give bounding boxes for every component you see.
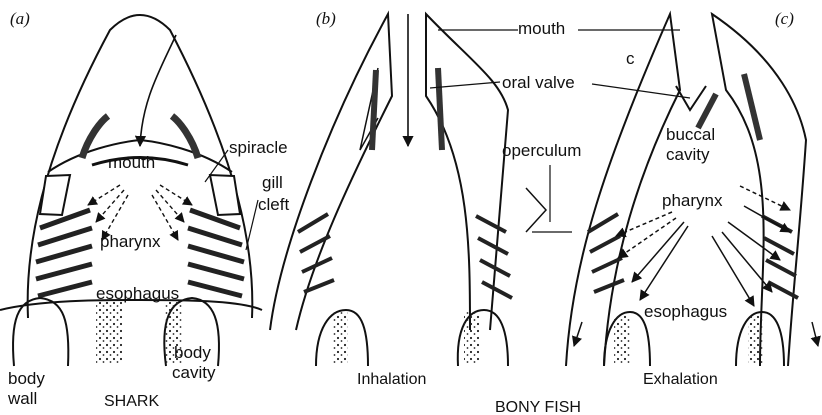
shark-head-drawing — [0, 15, 262, 366]
shark-caption: SHARK — [104, 393, 159, 410]
gill-label: gill — [262, 173, 283, 192]
shark-inflow-arrow — [140, 35, 176, 146]
cleft-label: cleft — [258, 195, 289, 214]
oral-valve-label: oral valve — [502, 73, 575, 92]
bony-pharynx-label: pharynx — [662, 191, 723, 210]
gill-cleft-leader — [246, 200, 258, 250]
body-wall-label-line1: body — [8, 369, 45, 388]
shark-esophagus-label: esophagus — [96, 284, 179, 303]
body-cavity-label-line2: cavity — [172, 363, 216, 382]
panel-b-label: (b) — [316, 9, 336, 28]
inhalation-caption: Inhalation — [357, 371, 426, 388]
fish-b-tissue-right — [464, 312, 480, 364]
fish-c-tissue-left — [614, 314, 630, 364]
operculum-label: operculum — [502, 141, 581, 160]
mouth-label-shared: mouth — [518, 19, 565, 38]
exhalation-caption: Exhalation — [643, 371, 718, 388]
shark-mouth-label: mouth — [108, 153, 155, 172]
buccal-label-line1: buccal — [666, 125, 715, 144]
shark-body-wall-texture — [96, 300, 122, 364]
bony-esophagus-label: esophagus — [644, 302, 727, 321]
shark-pharynx-label: pharynx — [100, 232, 161, 251]
spiracle-label: spiracle — [229, 138, 288, 157]
panel-c-label: (c) — [775, 9, 794, 28]
body-cavity-label-line1: body — [174, 343, 211, 362]
buccal-label-line2: cavity — [666, 145, 710, 164]
body-wall-label-line2: wall — [7, 389, 37, 408]
panel-a-label: (a) — [10, 9, 30, 28]
bony-fish-caption: BONY FISH — [495, 399, 581, 415]
fish-b-tissue-left — [332, 312, 348, 364]
fish-c-tissue-right — [748, 314, 764, 364]
c-marker-label: c — [626, 49, 635, 68]
